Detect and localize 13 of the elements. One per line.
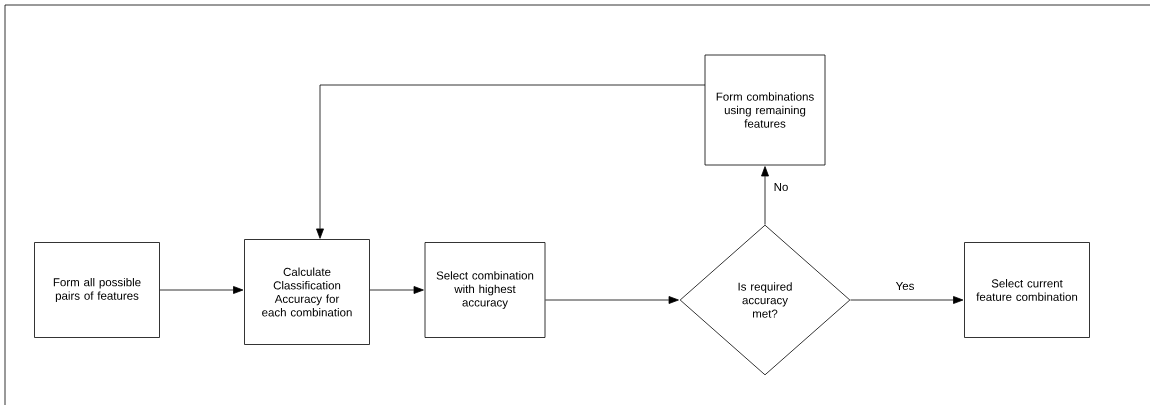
arrow	[545, 296, 679, 304]
process-box: Form all possible pairs of features	[34, 242, 160, 338]
arrow	[369, 286, 424, 294]
process-box: Select combination with highest accuracy	[424, 242, 546, 338]
edge-label: Yes	[895, 282, 914, 290]
edge-label: No	[774, 183, 788, 191]
process-box: Select current feature combination	[964, 242, 1090, 338]
arrow	[850, 296, 964, 304]
process-box: Form combinations using remaining features	[704, 54, 826, 166]
arrow	[316, 84, 706, 239]
arrow	[159, 286, 244, 294]
arrow	[761, 166, 769, 225]
process-box: Calculate Classification Accuracy for each combination	[244, 239, 370, 345]
